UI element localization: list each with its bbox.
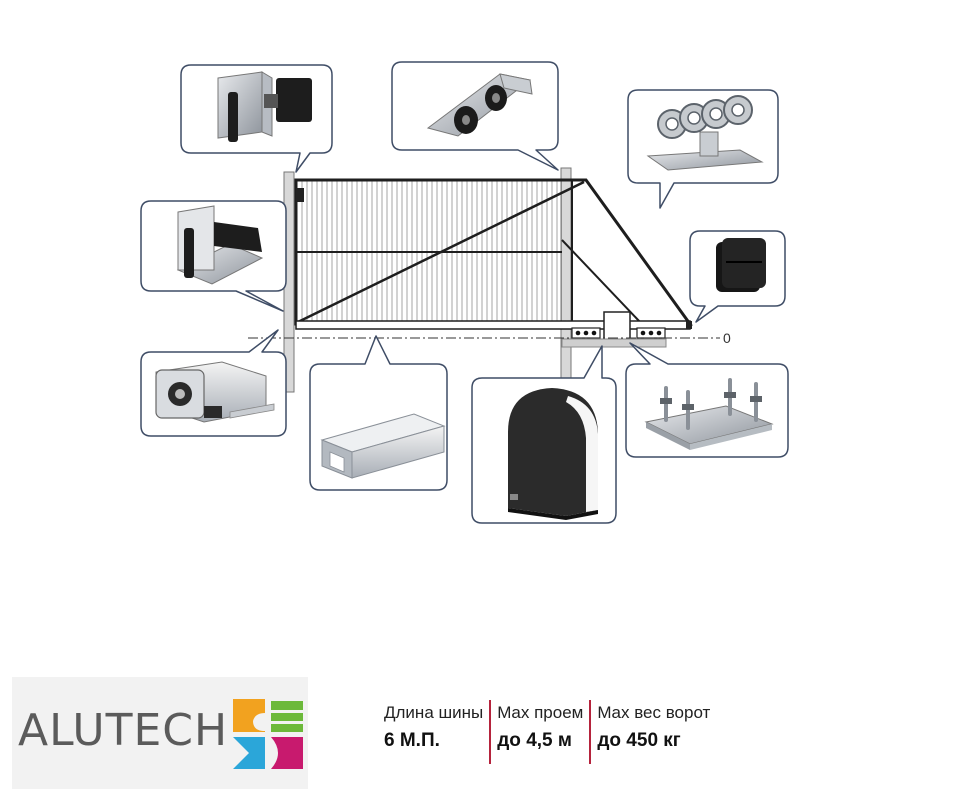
- right-post: [560, 167, 572, 393]
- gate-diagonal: [297, 180, 585, 324]
- motor-box: [603, 311, 631, 341]
- spec-value: до 4,5 м: [497, 730, 572, 751]
- spec-rail-length: Длина шины 6 М.П.: [384, 700, 489, 764]
- end-cap-icon: [716, 238, 766, 292]
- spec-table: Длина шины 6 М.П. Max проем до 4,5 м Max…: [384, 700, 716, 764]
- carriage-right: [636, 327, 666, 339]
- spec-max-opening: Max проем до 4,5 м: [489, 700, 589, 764]
- carriage-left: [571, 327, 601, 339]
- spec-value: до 450 кг: [597, 730, 681, 751]
- foundation-slab: [561, 338, 667, 348]
- roller-carriage-icon: [646, 95, 764, 171]
- lower-catcher-icon: [176, 205, 264, 285]
- gate-bottom-beam: [295, 320, 691, 330]
- upper-guide-bracket-icon: [217, 71, 312, 142]
- spec-label: Длина шины: [384, 703, 484, 722]
- zero-level-label: 0: [723, 330, 731, 346]
- spec-value: 6 М.П.: [384, 730, 440, 751]
- guide-rail-icon: [320, 413, 446, 479]
- foundation-plate-icon: [644, 378, 774, 450]
- gate-counter-diagonal: [561, 239, 641, 323]
- gate-frame: 0: [248, 167, 731, 393]
- brand-logo: ALUTECH: [12, 677, 308, 789]
- upper-guide-roller-icon: [426, 73, 533, 137]
- spec-label: Max проем: [497, 703, 584, 722]
- top-catcher-marker: [296, 188, 304, 202]
- gate-motor-icon: [508, 388, 598, 520]
- end-cap-marker: [686, 321, 692, 329]
- spec-label: Max вес ворот: [597, 703, 711, 722]
- end-roller-icon: [155, 361, 275, 423]
- brand-mark-icon: [233, 699, 303, 769]
- brand-name: ALUTECH: [18, 705, 229, 756]
- spec-max-weight: Max вес ворот до 450 кг: [589, 700, 716, 764]
